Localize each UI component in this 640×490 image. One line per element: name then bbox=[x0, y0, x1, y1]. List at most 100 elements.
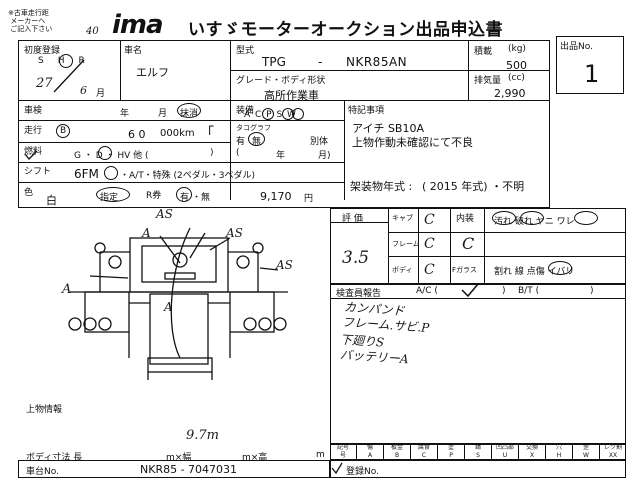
tacho-paren-close: 月) bbox=[318, 151, 331, 161]
chassis-value: NKR85 - 7047031 bbox=[140, 463, 238, 476]
mileage-unit: 000km bbox=[160, 128, 195, 139]
type-label: 型式 bbox=[236, 46, 255, 56]
damage-mark-1: AS bbox=[156, 207, 173, 221]
report-bt: B/T ( bbox=[518, 286, 540, 296]
legend-cell: 記号号 bbox=[330, 444, 357, 460]
shift-value: 6FM bbox=[74, 167, 99, 181]
grade-label: グレード・ボディ形状 bbox=[236, 76, 326, 86]
damage-mark-3: AS bbox=[226, 226, 243, 240]
form-title: いすゞモーターオークション出品申込書 bbox=[188, 20, 503, 40]
inspection-label: 車検 bbox=[24, 106, 43, 116]
body-value: C bbox=[424, 262, 435, 278]
interior-value: C bbox=[462, 234, 475, 253]
mileage-unit-circle bbox=[56, 124, 70, 138]
interior-tear-circle bbox=[520, 211, 544, 225]
first-reg-year: 27 bbox=[36, 76, 53, 91]
first-reg-month: 6 bbox=[80, 84, 87, 97]
r-ticket-label: R券 bbox=[146, 191, 162, 201]
header-note: ※古車走行距 メーカーへ ご記入下さい bbox=[8, 9, 53, 33]
fuel-label: 燃料 bbox=[24, 147, 43, 157]
tacho-year: 年 bbox=[276, 151, 286, 161]
chassis-number-box bbox=[18, 460, 330, 478]
special-label: 特記事項 bbox=[348, 106, 385, 116]
tacho-none-circle bbox=[248, 132, 265, 146]
mileage-label: 走行 bbox=[24, 126, 43, 136]
vehicle-damage-diagram bbox=[68, 227, 288, 380]
first-reg-month-unit: 月 bbox=[96, 89, 106, 99]
lot-label: 出品No. bbox=[560, 42, 593, 52]
inspection-year-unit: 年 bbox=[120, 109, 130, 119]
equipment-label: 装備 bbox=[236, 106, 255, 116]
mileage-bracket: 「 bbox=[200, 126, 214, 142]
score-label: 評 価 bbox=[342, 214, 363, 224]
damage-mark-6: A bbox=[164, 300, 173, 314]
lot-number: 1 bbox=[584, 60, 600, 88]
r-ticket-none: ・無 bbox=[192, 193, 211, 203]
displacement-label: 排気量 bbox=[474, 76, 502, 86]
score-frame bbox=[330, 208, 626, 284]
grade-value: 高所作業車 bbox=[264, 89, 319, 102]
cab-value: C bbox=[424, 212, 435, 228]
chassis-label: 車台No. bbox=[26, 467, 59, 477]
upper-info-label: 上物情報 bbox=[26, 405, 63, 415]
body-dims-label: ボディ寸法 長 bbox=[26, 453, 83, 463]
fuel-d-circle bbox=[98, 146, 112, 160]
type-dash: - bbox=[318, 55, 323, 69]
r-ticket-amount: 9,170 bbox=[260, 190, 292, 203]
frame-label: フレーム bbox=[392, 240, 420, 248]
cab-label: キャブ bbox=[392, 214, 413, 222]
body-dims-unit2: m×高 bbox=[242, 453, 268, 463]
interior-label: 内装 bbox=[456, 214, 475, 224]
header-note-number: 40 bbox=[86, 26, 99, 37]
report-ac: A/C ( bbox=[416, 286, 438, 296]
name-value: エルフ bbox=[136, 66, 169, 79]
registration-number-box bbox=[330, 460, 626, 478]
inspection-status-circle bbox=[177, 103, 201, 118]
fuel-check-mark bbox=[24, 150, 38, 160]
r-ticket-have-circle bbox=[176, 187, 192, 202]
main-info-frame bbox=[18, 40, 550, 208]
damage-mark-5: A bbox=[62, 282, 72, 297]
r-ticket-unit: 円 bbox=[304, 194, 314, 204]
legend-frame bbox=[330, 444, 626, 460]
name-label: 車名 bbox=[124, 46, 143, 56]
type-value: NKR85AN bbox=[346, 55, 408, 69]
interior-crack-circle bbox=[574, 211, 598, 225]
special-line2: 上物作動未確認にて不良 bbox=[352, 136, 473, 149]
report-ac-close: ) bbox=[502, 286, 506, 296]
ima-logo: ima bbox=[112, 10, 164, 40]
type-prefix: TPG bbox=[262, 55, 286, 69]
displacement-unit: (cc) bbox=[508, 73, 525, 83]
report-label: 検査員報告 bbox=[336, 289, 382, 299]
special-line1: アイチ SB10A bbox=[352, 122, 424, 135]
height-note: 9.7m bbox=[186, 428, 220, 443]
registration-label: 登録No. bbox=[346, 467, 379, 477]
shift-m-circle bbox=[104, 166, 118, 180]
mileage-unit-letter: B bbox=[60, 126, 67, 136]
equip-w-circle bbox=[292, 108, 304, 120]
capacity-value: 500 bbox=[506, 59, 527, 72]
glass-options: 割れ 線 点傷 イバリ bbox=[494, 267, 575, 277]
body-dims-unit1: m×幅 bbox=[166, 453, 192, 463]
first-reg-label: 初度登録 bbox=[24, 46, 61, 56]
tacho-separate: 別体 bbox=[310, 137, 329, 147]
color-label: 色 bbox=[24, 188, 34, 198]
tacho-label: タコグラフ bbox=[236, 124, 271, 132]
era-circle-mark bbox=[59, 54, 73, 68]
damage-mark-2: A bbox=[142, 226, 151, 240]
color-designated-circle bbox=[96, 187, 130, 202]
report-bt-close: ) bbox=[590, 286, 594, 296]
body-year-label: 架装物年式 : bbox=[350, 180, 413, 193]
mileage-value: 6 0 bbox=[128, 128, 146, 141]
lot-number-box bbox=[556, 36, 624, 94]
glass-scratch-circle bbox=[548, 261, 572, 275]
capacity-label: 積載 bbox=[474, 47, 493, 57]
